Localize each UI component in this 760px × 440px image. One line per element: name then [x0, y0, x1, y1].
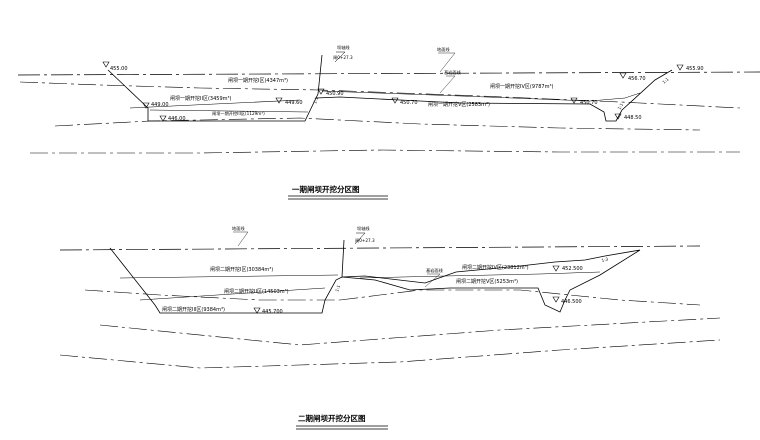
rock-line-2b	[339, 289, 701, 306]
elev-label-1j: 448.50	[624, 115, 642, 121]
elev-label-1c: 446.00	[168, 116, 186, 122]
elev-label-2b: 445.700	[262, 309, 283, 315]
zone-label-2-4: 闸坝二期开挖IV区(23812m³)	[462, 264, 529, 271]
elev-label-2c: 446.500	[561, 299, 582, 305]
excavation-outline-1	[107, 54, 673, 122]
rock-line-1c	[30, 149, 740, 154]
section-1	[17, 51, 760, 200]
rock-note-1: 基岩面线	[444, 69, 462, 76]
zone-label-2-1: 闸坝二期开挖I区(30384m³)	[210, 266, 273, 273]
rock-line-2d	[59, 339, 721, 369]
zone-split-2a	[119, 274, 339, 279]
elev-label-1f: 450.70	[400, 100, 418, 106]
zone-label-1-4: 闸坝一期开挖IV区(9787m³)	[490, 83, 553, 90]
zone-label-2-3: 闸坝二期开挖III区(9384m³)	[162, 306, 225, 313]
zone-label-1-3: 闸坝一期开挖III区(1129m³)	[212, 110, 265, 117]
elev-marker-1a	[102, 61, 110, 68]
elev-marker-2c	[552, 296, 560, 303]
elev-marker-1f	[391, 97, 399, 104]
slope-label-1-left: 1:1	[312, 96, 319, 104]
zone-split-1	[149, 109, 309, 113]
elev-marker-1e	[317, 88, 325, 95]
section-title-1: 一期闸坝开挖分区图	[292, 184, 360, 194]
section-1-text: 455.00 449.00 446.00 449.60 450.90 450.7…	[110, 44, 704, 194]
elev-marker-1j	[614, 113, 622, 120]
right-zone-line-1	[321, 90, 641, 102]
zone-split-2c	[359, 271, 601, 279]
elev-label-2a: 452.500	[562, 266, 583, 272]
axis-leader-1	[334, 51, 346, 63]
slope-label-2-mid: 1:1	[334, 284, 341, 292]
rock-note-2: 基岩面线	[426, 267, 444, 274]
rock-line-2a	[84, 289, 340, 301]
title-underline-1	[288, 195, 388, 200]
rock-line-2c	[99, 317, 721, 346]
slope-label-1-r2: 1:1	[661, 76, 670, 84]
ground-line-2	[59, 245, 701, 251]
rock-leader-1	[439, 75, 456, 94]
section-title-2: 二期闸坝开挖分区图	[298, 413, 366, 423]
zone-label-1-2: 闸坝一期开挖II区(3459m³)	[170, 95, 232, 102]
section-2	[59, 231, 721, 430]
zone-label-1-5: 闸坝一期开挖V区(2583m³)	[428, 101, 490, 108]
zone-label-2-2: 闸坝二期开挖II区(14503m³)	[224, 288, 289, 295]
slope-label-2-right: 1:3	[601, 256, 609, 263]
elev-label-1a: 455.00	[110, 66, 128, 72]
elev-label-1g: 450.70	[580, 100, 598, 106]
slope-label-1-r1: 1:1	[617, 102, 625, 111]
left-berm-line-1	[129, 99, 301, 109]
elev-label-1d: 449.60	[285, 100, 303, 106]
rock-leader-2	[424, 273, 441, 288]
axis-leader-2	[354, 232, 366, 245]
rock-line-1b	[54, 117, 701, 131]
elev-label-1h: 456.70	[628, 76, 646, 82]
rock-line-1a	[19, 81, 741, 109]
elev-label-1b: 449.00	[151, 102, 169, 108]
elev-marker-1g	[570, 97, 578, 104]
ground-note-2: 地面线	[232, 225, 245, 232]
ground-leader-1	[438, 52, 456, 73]
title-underline-2	[296, 425, 388, 430]
axis-station-1: 闸0+27.3	[333, 54, 353, 61]
ground-leader-2	[233, 231, 249, 247]
elev-marker-1i	[676, 64, 684, 71]
axis-station-2: 闸0+27.3	[355, 237, 375, 244]
section-2-text: 452.500 445.700 446.500 坝轴线 闸0+27.3 地面线 …	[162, 225, 609, 423]
elev-marker-2b	[253, 307, 261, 314]
elev-label-1e: 450.90	[326, 91, 344, 97]
elev-marker-1b	[142, 102, 150, 109]
zone-label-1-1: 闸坝一期开挖I区(4347m³)	[228, 77, 288, 84]
axis-note-1: 坝轴线	[337, 44, 350, 51]
elev-marker-2a	[552, 265, 560, 272]
zone-label-2-5: 闸坝二期开挖V区(5253m³)	[456, 278, 518, 285]
axis-note-2: 坝轴线	[357, 225, 370, 232]
elev-marker-1h	[619, 72, 627, 79]
zone-split-2b	[139, 287, 326, 301]
elev-marker-1d	[275, 97, 283, 104]
elev-marker-1c	[159, 115, 167, 122]
excavation-outline-2	[109, 239, 641, 314]
ground-note-1: 地面线	[437, 46, 450, 53]
ground-line-1	[17, 71, 760, 76]
elev-label-1i: 455.90	[686, 66, 704, 72]
